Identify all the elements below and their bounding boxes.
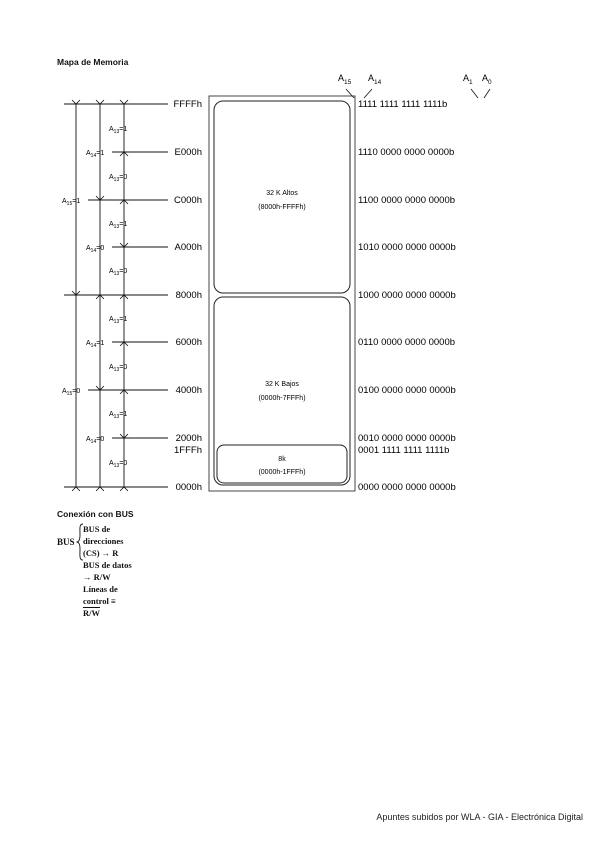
block-high-range: (8000h-FFFFh) — [258, 204, 305, 211]
binary-8000: 1000 0000 0000 0000b — [358, 290, 456, 301]
binary-4000: 0100 0000 0000 0000b — [358, 385, 456, 396]
header-a15-label: A15 — [338, 73, 352, 86]
page-title: Mapa de Memoria — [57, 57, 129, 67]
header-a0-label: A0 — [482, 73, 492, 86]
binary-labels: 1111 1111 1111 1111b 1110 0000 0000 0000… — [358, 99, 456, 493]
block-32k-high — [213, 100, 351, 294]
block-low-range: (0000h-7FFFh) — [258, 395, 305, 402]
binary-c000: 1100 0000 0000 0000b — [358, 195, 455, 206]
address-lines — [64, 103, 168, 488]
block-small-name: 8k — [278, 456, 286, 463]
address-e000: E000h — [175, 147, 202, 158]
decode-label-a13-0c: A13=0 — [109, 364, 127, 373]
memory-map-diagram: A15 A14 A1 A0 — [62, 73, 492, 493]
decode-label-a13-1b: A13=1 — [109, 221, 127, 230]
block-low-name: 32 K Bajos — [265, 381, 299, 388]
address-c000: C000h — [174, 195, 202, 206]
block-8k — [216, 444, 348, 484]
address-0000: 0000h — [176, 482, 202, 493]
bus-lines: BUS de direcciones (CS) → R BUS de datos… — [83, 523, 134, 619]
bus-line-control-text: Líneas de control ≡ — [83, 584, 118, 606]
decode-label-a15-high: A15=1 — [62, 198, 80, 207]
address-a000: A000h — [175, 242, 202, 253]
decode-label-a13-1c: A13=1 — [109, 316, 127, 325]
decode-label-a14-1b: A14=1 — [86, 340, 104, 349]
binary-6000: 0110 0000 0000 0000b — [358, 337, 455, 348]
decode-label-a13-1a: A13=1 — [109, 126, 127, 135]
decode-label-a14-0a: A14=0 — [86, 245, 104, 254]
decode-label-a13-0d: A13=0 — [109, 460, 127, 469]
address-6000: 6000h — [176, 337, 202, 348]
bus-section-title: Conexión con BUS — [57, 509, 134, 519]
header-a14-label: A14 — [368, 73, 382, 86]
binary-0000: 0000 0000 0000 0000b — [358, 482, 456, 493]
header-a1-label: A1 — [463, 73, 473, 86]
binary-ffff: 1111 1111 1111 1111b — [358, 99, 447, 110]
block-high-name: 32 K Altos — [266, 190, 298, 197]
decode-label-a15-low: A15=0 — [62, 388, 80, 397]
block-32k-low — [213, 296, 351, 486]
header-a1-arrow — [470, 88, 479, 99]
bus-connection-section: Conexión con BUS BUS BUS de direcciones … — [57, 509, 134, 618]
bus-line-control: Líneas de control ≡ R/W — [83, 583, 134, 619]
decode-arrowheads — [71, 99, 129, 492]
binary-e000: 1110 0000 0000 0000b — [358, 147, 454, 158]
memory-container — [208, 95, 356, 492]
bus-line-data: BUS de datos → R/W — [83, 560, 132, 582]
block-small-range: (0000h-1FFFh) — [258, 469, 305, 476]
address-ffff: FFFFh — [174, 99, 203, 110]
address-8000: 8000h — [176, 290, 202, 301]
brace-icon — [76, 523, 84, 561]
hex-address-labels: FFFFh E000h C000h A000h 8000h 6000h 4000… — [174, 99, 203, 493]
header-a15-arrow — [345, 88, 355, 99]
binary-1fff: 0001 1111 1111 1111b — [358, 445, 449, 456]
address-4000: 4000h — [176, 385, 202, 396]
decode-label-a13-0b: A13=0 — [109, 268, 127, 277]
footer-credit: Apuntes subidos por WLA - GIA - Electrón… — [376, 812, 583, 822]
decode-label-a14-0b: A14=0 — [86, 436, 104, 445]
header-a0-arrow — [483, 88, 491, 99]
decode-label-a13-1d: A13=1 — [109, 411, 127, 420]
address-1fff: 1FFFh — [174, 445, 202, 456]
decode-label-a14-1a: A14=1 — [86, 150, 104, 159]
bus-definition: BUS BUS de direcciones (CS) → R BUS de d… — [57, 523, 134, 618]
bus-line-address: BUS de direcciones (CS) → R — [83, 524, 124, 558]
decode-label-a13-0a: A13=0 — [109, 174, 127, 183]
address-2000: 2000h — [176, 433, 202, 444]
header-a14-arrow — [363, 88, 373, 99]
binary-2000: 0010 0000 0000 0000b — [358, 433, 456, 444]
bus-label: BUS — [57, 537, 75, 547]
binary-a000: 1010 0000 0000 0000b — [358, 242, 456, 253]
bus-line-control-overline: R/W — [83, 608, 100, 618]
